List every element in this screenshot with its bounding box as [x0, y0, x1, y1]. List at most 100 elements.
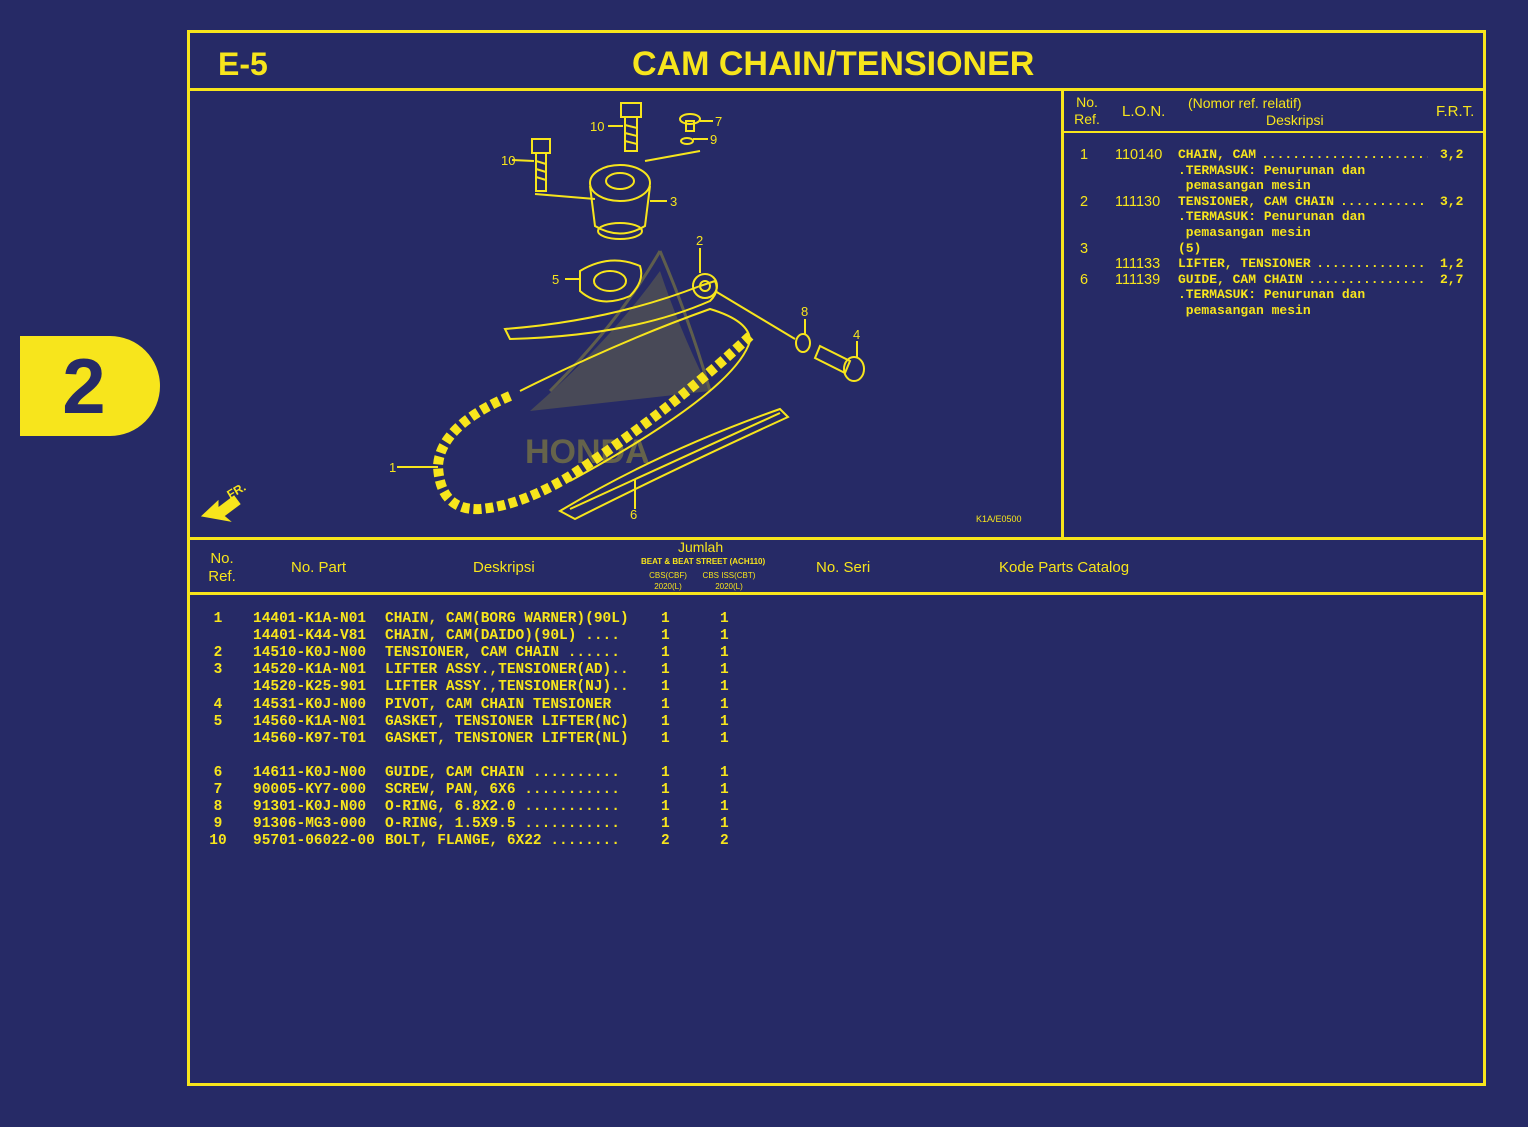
callout-8: 8	[801, 304, 808, 319]
parts-row-qty-cbs-iss: 1	[720, 799, 729, 816]
parts-row-qty-cbs: 1	[661, 611, 670, 627]
parts-row-part-number: 14611-K0J-N00	[253, 764, 367, 781]
parts-col-header-desc: Deskripsi	[473, 559, 535, 576]
parts-row-qty-cbs-iss: 1	[720, 696, 729, 713]
parts-col-header-q1: CBS(CBF) 2020(L)	[649, 571, 687, 591]
parts-row-description: CHAIN, CAM(DAIDO)(90L) ....	[385, 628, 620, 645]
parts-row-part-number: 90005-KY7-000	[253, 782, 367, 798]
parts-row-qty-cbs-iss: 1	[720, 628, 729, 645]
callout-6: 6	[630, 507, 637, 522]
ref-row-number: 2	[1080, 193, 1089, 210]
ref-col-header-desc1: (Nomor ref. relatif)	[1188, 95, 1302, 111]
ref-row-desc: pemasangan mesin	[1178, 178, 1311, 194]
parts-row-ref: 3	[213, 662, 223, 679]
parts-col-header-ref: No. Ref.	[208, 550, 236, 585]
parts-row-qty-cbs-iss: 1	[720, 816, 729, 833]
ref-row-number: 3	[1080, 240, 1089, 257]
direction-label: FR.	[225, 480, 249, 502]
parts-row-part-number: 91301-K0J-N00	[253, 799, 367, 816]
bolt-10-left-icon	[531, 138, 551, 192]
parts-row-ref: 2	[213, 645, 223, 662]
parts-row-qty-cbs: 1	[661, 645, 670, 662]
parts-row-qty-cbs: 1	[661, 764, 670, 781]
ref-row-desc: .TERMASUK: Penurunan dan	[1178, 162, 1366, 178]
parts-row-qty-cbs-iss: 1	[720, 662, 729, 679]
parts-row-description: SCREW, PAN, 6X6 ...........	[385, 782, 620, 798]
callout-7: 7	[715, 114, 722, 129]
ref-row-number: 6	[1080, 271, 1089, 288]
callout-1: 1	[389, 460, 396, 475]
parts-col-header-model: BEAT & BEAT STREET (ACH110)	[641, 557, 766, 566]
screw-7-icon	[679, 113, 701, 132]
o-ring-8-icon	[795, 333, 811, 353]
parts-row-description: O-RING, 6.8X2.0 ...........	[385, 799, 620, 816]
ref-col-header-frt: F.R.T.	[1436, 103, 1475, 120]
parts-row-part-number: 91306-MG3-000	[253, 816, 367, 833]
parts-col-header-catalog: Kode Parts Catalog	[999, 559, 1130, 576]
parts-row-part-number: 14401-K44-V81	[253, 628, 367, 645]
ref-row-desc: .TERMASUK: Penurunan dan	[1178, 287, 1366, 303]
ref-row-desc: pemasangan mesin	[1178, 225, 1311, 240]
parts-row-qty-cbs: 1	[661, 679, 670, 696]
exploded-diagram: HONDA	[200, 102, 1022, 524]
ref-row-number: 1	[1080, 147, 1089, 163]
parts-row-qty-cbs: 1	[661, 816, 670, 833]
parts-row-description: O-RING, 1.5X9.5 ...........	[385, 816, 620, 833]
o-ring-9-icon	[680, 137, 694, 145]
ref-row-desc: GUIDE, CAM CHAIN	[1178, 271, 1303, 287]
parts-row-ref: 5	[213, 713, 223, 730]
parts-row-part-number: 14560-K1A-N01	[253, 713, 367, 730]
ref-row-desc: TENSIONER, CAM CHAIN	[1178, 193, 1335, 209]
cam-chain-1-icon	[432, 307, 754, 515]
parts-row-qty-cbs-iss: 1	[720, 611, 729, 627]
callout-2: 2	[696, 233, 703, 248]
parts-row-qty-cbs: 1	[661, 730, 670, 747]
parts-row-qty-cbs-iss: 1	[720, 782, 729, 798]
parts-row-description: LIFTER ASSY.,TENSIONER(NJ)..	[385, 679, 629, 696]
ref-col-header-lon: L.O.N.	[1122, 103, 1166, 120]
section-tab[interactable]	[20, 336, 160, 436]
parts-row-part-number: 14520-K25-901	[253, 679, 367, 696]
ref-col-header-desc2: Deskripsi	[1266, 112, 1324, 128]
callout-10-right: 10	[590, 119, 604, 134]
callout-5: 5	[552, 272, 559, 287]
parts-row-qty-cbs: 1	[661, 799, 670, 816]
parts-col-header-serial: No. Seri	[816, 559, 871, 576]
section-code: E-5	[218, 46, 268, 82]
parts-row-qty-cbs: 1	[661, 696, 670, 713]
parts-row-qty-cbs: 1	[661, 662, 670, 679]
diagram-divider	[1061, 88, 1064, 538]
gasket-5-icon	[579, 259, 643, 303]
parts-row-description: GASKET, TENSIONER LIFTER(NL)	[385, 730, 629, 747]
ref-header-divider	[1063, 131, 1483, 133]
ref-row-desc: LIFTER, TENSIONER	[1178, 256, 1311, 272]
ref-row-desc: CHAIN, CAM	[1178, 147, 1257, 162]
bolt-10-right-icon	[620, 102, 642, 152]
parts-col-header-jumlah: Jumlah	[678, 539, 724, 555]
ref-row-lon: 110140	[1115, 147, 1163, 163]
parts-row-qty-cbs-iss: 1	[720, 645, 729, 662]
parts-row-qty-cbs: 1	[661, 782, 670, 798]
front-direction-arrow-icon	[200, 495, 241, 522]
parts-row-ref: 4	[213, 696, 223, 713]
parts-row-qty-cbs-iss: 1	[720, 764, 729, 781]
honda-watermark-icon	[530, 250, 712, 411]
parts-row-qty-cbs-iss: 1	[720, 730, 729, 747]
parts-row-description: PIVOT, CAM CHAIN TENSIONER	[385, 696, 612, 713]
ref-row-desc: pemasangan mesin	[1178, 303, 1311, 318]
pivot-4-icon	[813, 344, 865, 382]
parts-row-ref: 7	[213, 782, 223, 798]
parts-row-qty-cbs: 1	[661, 628, 670, 645]
parts-col-header-part: No. Part	[291, 559, 347, 576]
tensioner-arm-2-icon	[503, 273, 718, 341]
callout-3: 3	[670, 194, 677, 209]
parts-col-header-q2: CBS ISS(CBT) 2020(L)	[702, 571, 756, 591]
ref-col-header-no: No. Ref.	[1074, 94, 1100, 127]
ref-row-desc: .TERMASUK: Penurunan dan	[1178, 209, 1366, 225]
parts-row-description: BOLT, FLANGE, 6X22 ........	[385, 833, 620, 850]
ref-row-frt: 3,2	[1440, 147, 1464, 162]
callout-4: 4	[853, 327, 860, 342]
table-top-divider	[187, 537, 1486, 540]
parts-row-ref: 6	[213, 764, 223, 781]
